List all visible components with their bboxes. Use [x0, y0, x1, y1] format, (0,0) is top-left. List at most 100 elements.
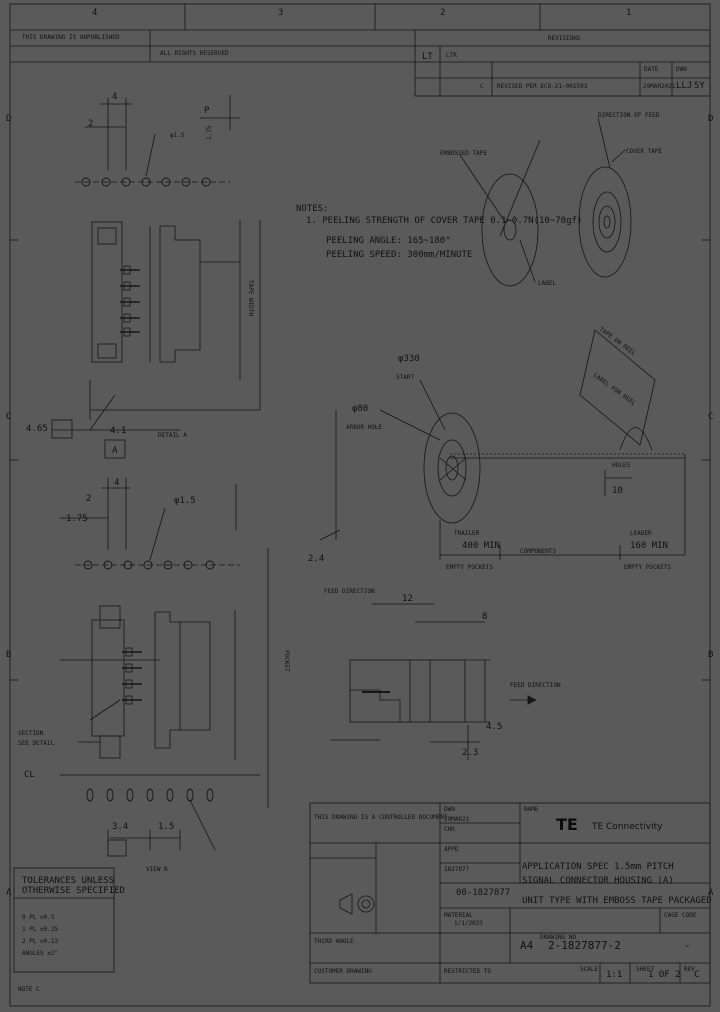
rev-row-apvd: SY — [694, 81, 705, 91]
reel-leader-left: 400 MIN — [462, 541, 500, 551]
top-pitch: P — [204, 106, 210, 116]
top-dim-41: 4.1 — [110, 426, 127, 436]
rev-row-date: 29MAR2021 — [643, 83, 676, 90]
reel-empty-left: EMPTY POCKETS — [446, 564, 493, 571]
bottom-dim-phi: φ1.5 — [174, 496, 196, 506]
reel-ten: 10 — [612, 486, 623, 496]
reel-embossed: EMBOSSED TAPE — [440, 150, 487, 157]
tb-sheet-val: 1 OF 2 — [648, 970, 681, 980]
reel-label: LABEL — [538, 280, 557, 287]
tb-restricted: RESTRICTED TO — [444, 968, 491, 975]
rev-col-ltr: LTR — [446, 52, 457, 59]
top-note-1: THIS DRAWING IS UNPUBLISHED — [22, 34, 120, 41]
tb-id1: 1827877 — [444, 866, 470, 873]
bottom-dim-34: 3.4 — [112, 822, 129, 832]
tol-l1: 0 PL ±0.5 — [22, 914, 55, 921]
top-dim-4: 4 — [112, 92, 118, 102]
top-detail: DETAIL A — [158, 432, 187, 439]
zone-left-b: B — [6, 650, 12, 660]
top-dim-tape: TAPE WIDTH — [247, 280, 254, 317]
tb-dwg-no: 2-1827877-2 — [548, 939, 621, 952]
tol-title2: OTHERWISE SPECIFIED — [22, 886, 125, 896]
bottom-dim-15: 1.5 — [158, 822, 175, 832]
zone-right-d: D — [708, 114, 714, 124]
zone-top-4: 4 — [92, 8, 98, 18]
tb-title2: SIGNAL CONNECTOR HOUSING (A) — [522, 876, 674, 886]
top-note-2: ALL RIGHTS RESERVED — [160, 50, 229, 57]
tb-rev-label: REV — [684, 966, 695, 973]
bottom-dim-23: 2.3 — [462, 748, 479, 758]
tb-company: TE Connectivity — [592, 822, 663, 832]
zone-top-2: 2 — [440, 8, 446, 18]
tb-scale-val: 1:1 — [606, 970, 623, 980]
tol-l4: ANGLES ±2° — [22, 950, 59, 957]
notes-line1: 1. PEELING STRENGTH OF COVER TAPE 0.1~0.… — [306, 216, 583, 226]
tb-customer: CUSTOMER DRAWING — [314, 968, 372, 975]
tb-rev-val: C — [694, 970, 700, 980]
bottom-dim-8: 8 — [482, 612, 488, 622]
rev-row-ltr: C — [480, 83, 484, 90]
reel-components: COMPONENTS — [520, 548, 557, 555]
tb-scale-label: SCALE — [580, 966, 599, 973]
revisions-header: REVISIONS — [548, 35, 581, 42]
top-dim-2: 2 — [88, 119, 94, 129]
zone-left-d: D — [6, 114, 12, 124]
tb-size: A4 — [520, 939, 534, 952]
top-dim-phi: φ1.5 — [170, 132, 185, 139]
tb-appd-label: APPD — [444, 846, 459, 853]
tb-chk-label: CHK — [444, 826, 455, 833]
zone-top-1: 1 — [626, 8, 632, 18]
bottom-dim-4: 4 — [114, 478, 120, 488]
top-view-label: A — [112, 446, 118, 456]
bottom-dim-2: 2 — [86, 494, 92, 504]
reel-hub-note: ARBOR HOLE — [346, 424, 383, 431]
notes-line3: PEELING SPEED: 300mm/MINUTE — [326, 250, 473, 260]
tb-dwg-no-label: DRAWING NO — [540, 934, 577, 941]
tb-size-label: MATERIAL — [444, 912, 473, 919]
rev-row-desc: REVISED PER ECO-21-001593 — [497, 83, 588, 90]
top-dim-ref: 4.65 — [26, 424, 48, 434]
zone-right-a: A — [708, 888, 714, 898]
tb-controlled: THIS DRAWING IS A CONTROLLED DOCUMENT — [314, 814, 448, 821]
zone-left-c: C — [6, 412, 12, 422]
bottom-dim-12: 12 — [402, 594, 413, 604]
tol-l3: 2 PL ±0.13 — [22, 938, 59, 945]
rev-col-lt: LT — [422, 52, 433, 62]
bottom-note-left: SECTION — [18, 730, 44, 737]
reel-cover: COVER TAPE — [626, 148, 663, 155]
tb-cage: CAGE CODE — [664, 912, 697, 919]
rev-row-dwn: LLJ — [676, 81, 693, 91]
reel-empty-right: EMPTY POCKETS — [624, 564, 671, 571]
reel-feed: FEED DIRECTION — [324, 588, 375, 595]
tb-title1: APPLICATION SPEC 1.5mm PITCH — [522, 862, 674, 872]
tb-date2: 1/1/2023 — [454, 920, 483, 927]
zone-right-c: C — [708, 412, 714, 422]
bottom-feed-dir: FEED DIRECTION — [510, 682, 561, 689]
tol-footer: NOTE C — [18, 986, 40, 993]
reel-trailer: TRAILER — [454, 530, 480, 537]
tol-title: TOLERANCES UNLESS — [22, 876, 115, 886]
bottom-view-label: VIEW B — [146, 866, 168, 873]
tb-dash: - — [684, 939, 691, 952]
tb-dwn-date: 29MAR21 — [444, 816, 470, 823]
reel-leader-right: 160 MIN — [630, 541, 668, 551]
notes-line2: PEELING ANGLE: 165~180° — [326, 236, 451, 246]
reel-hub-dia: φ80 — [352, 404, 369, 414]
reel-dia: φ330 — [398, 354, 420, 364]
zone-right-b: B — [708, 650, 714, 660]
zone-top-3: 3 — [278, 8, 284, 18]
zone-left-a: A — [6, 888, 12, 898]
te-logo-icon: TE — [556, 815, 578, 834]
tol-l2: 1 PL ±0.25 — [22, 926, 59, 933]
top-dim-right: 1.75 — [206, 125, 213, 140]
tb-projection: THIRD ANGLE — [314, 938, 354, 945]
tb-dwn-label: DWN — [444, 806, 455, 813]
reel-holes: HOLES — [612, 462, 631, 469]
tb-issue: 08-1827877 — [456, 888, 511, 898]
bottom-cl: CL — [24, 770, 35, 780]
bottom-note-left2: SEE DETAIL — [18, 740, 55, 747]
bottom-dim-45: 4.5 — [486, 722, 503, 732]
bottom-dim-175: 1.75 — [66, 514, 88, 524]
notes-title: NOTES: — [296, 204, 329, 214]
